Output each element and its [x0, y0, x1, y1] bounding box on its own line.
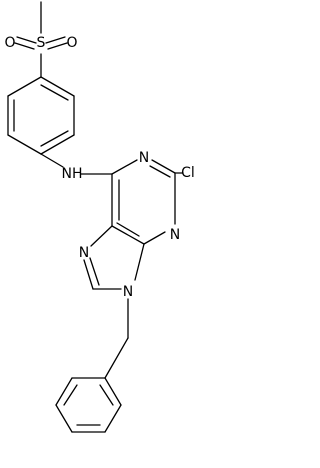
atom-cl: Cl	[181, 165, 195, 181]
bond-c6-n1	[111, 159, 138, 175]
bond-ph2-inner-a	[99, 384, 114, 406]
bond-ph1-f	[7, 76, 42, 97]
bond-c4-c5-b	[116, 222, 140, 237]
bond-ph1-inner-a	[40, 84, 69, 101]
atom-n7: N	[79, 245, 89, 261]
bond-ph2-a	[104, 377, 122, 406]
bond-s-o-right-b	[47, 42, 68, 50]
atom-n3: N	[170, 227, 180, 243]
atom-n1: N	[139, 150, 149, 166]
bond-n1-c2-a	[151, 159, 176, 174]
atom-s: S	[37, 35, 46, 51]
atom-n9: N	[123, 284, 133, 300]
bond-s-o-left-a	[16, 36, 37, 44]
atom-nh: NH	[62, 166, 83, 182]
atom-o-left: O	[4, 35, 15, 51]
bond-n1-c2-b	[149, 165, 171, 178]
bond-ph1-inner-b	[40, 130, 69, 147]
bond-ring-nh	[40, 153, 64, 168]
atom-o-right: O	[66, 35, 77, 51]
bond-n7-c8-a	[83, 259, 94, 290]
bond-ph2-d	[55, 404, 73, 433]
bond-n3-c4	[143, 231, 166, 245]
bond-ch2-ring	[104, 337, 129, 379]
bond-s-o-left-b	[14, 42, 35, 50]
bond-ph2-b	[104, 404, 122, 433]
bond-ph2-e	[55, 377, 73, 406]
chemical-structure-diagram: S O O NH N Cl N N N	[4, 1, 195, 433]
bond-ph1-a	[40, 76, 75, 97]
bond-n9-c4	[134, 243, 145, 281]
bond-n7-c8-b	[89, 257, 100, 286]
bond-ph2-inner-c	[63, 384, 78, 406]
bond-ph1-d	[7, 134, 42, 155]
bond-c4-c5-a	[111, 225, 145, 245]
bond-c5-n7	[90, 225, 113, 247]
bond-s-o-right-a	[45, 36, 66, 44]
bond-ph1-c	[40, 134, 75, 155]
